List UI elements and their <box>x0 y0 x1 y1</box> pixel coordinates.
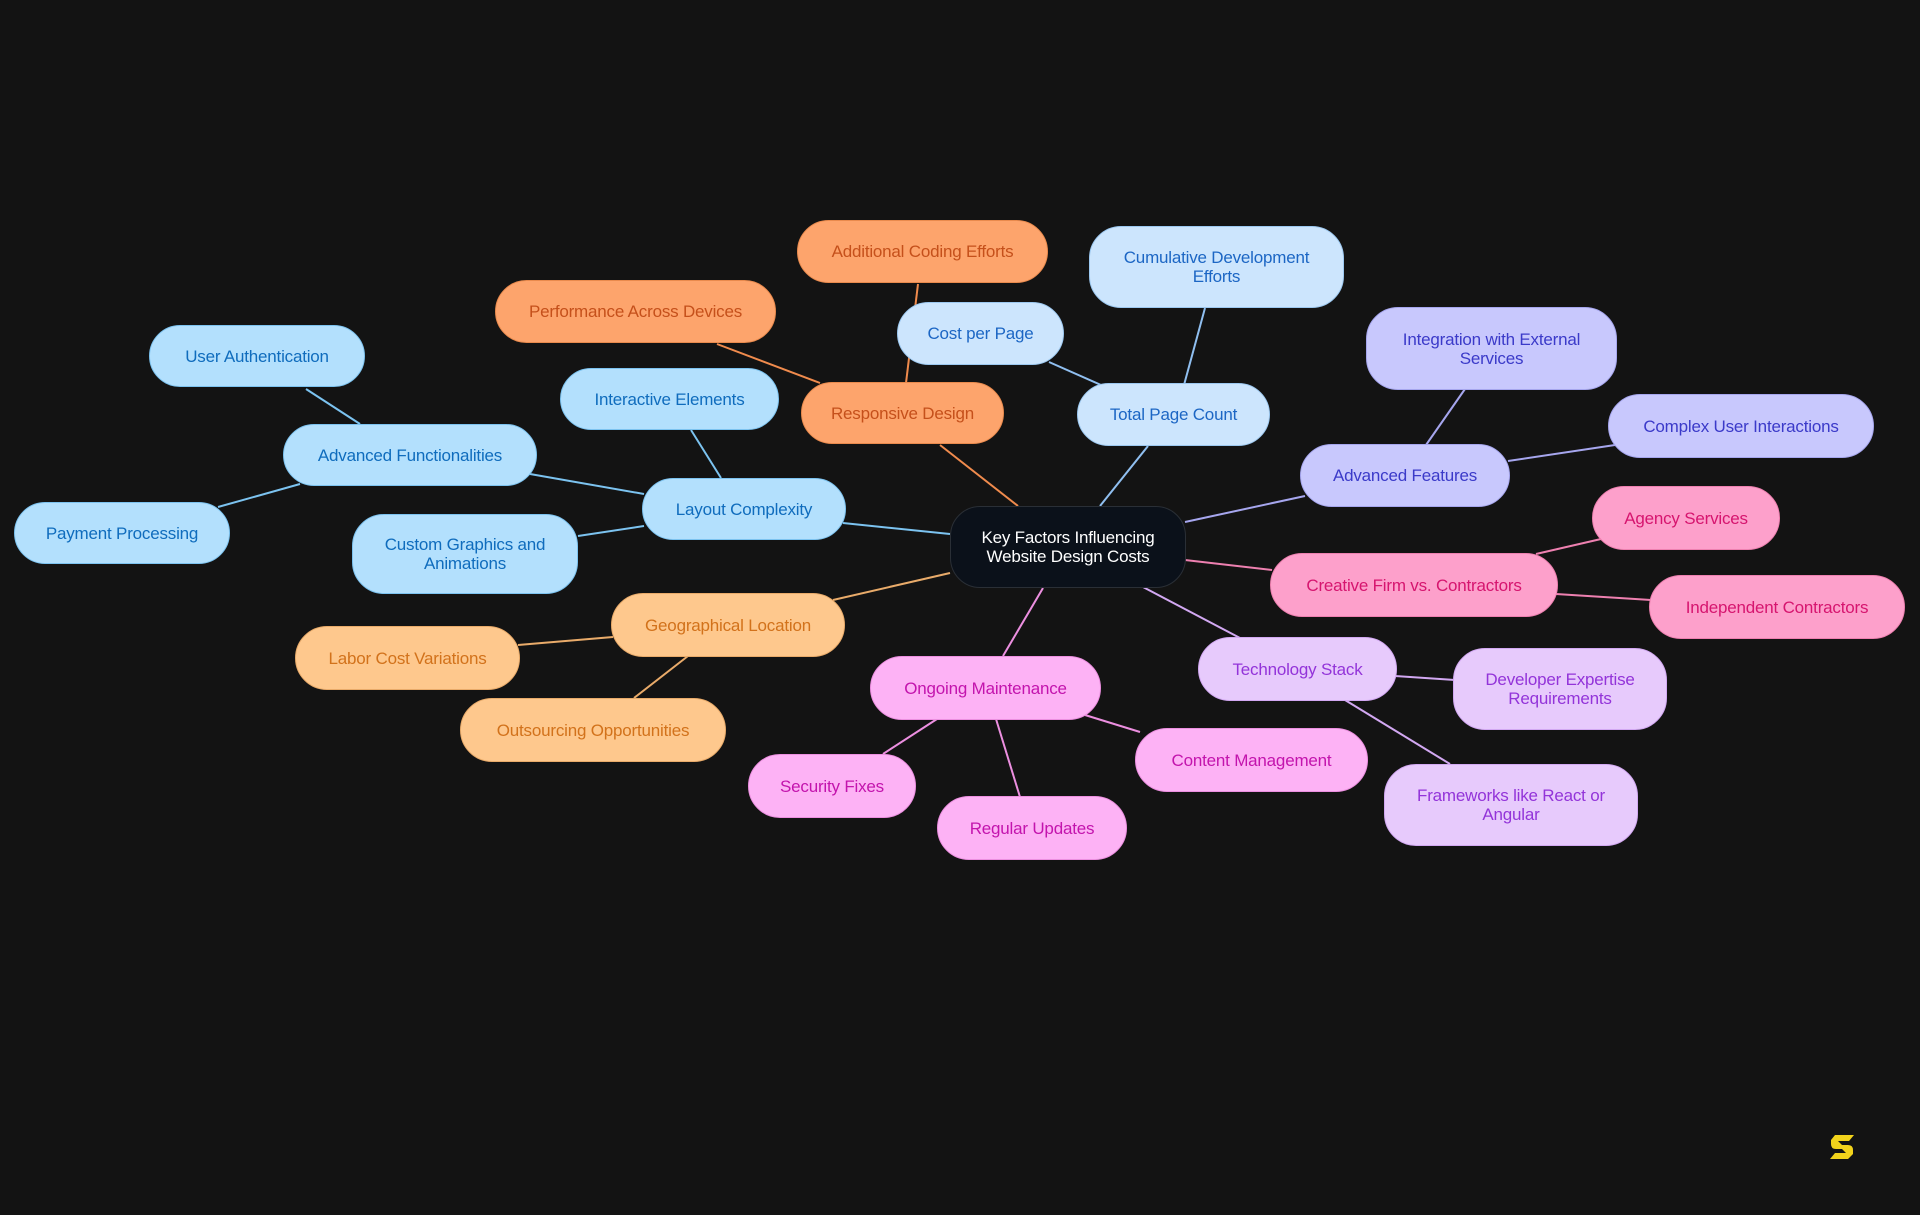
node-label: Performance Across Devices <box>528 302 743 321</box>
node-labor-cost-variations[interactable]: Labor Cost Variations <box>295 626 520 690</box>
node-label: Advanced Features <box>1332 466 1478 485</box>
node-label: Advanced Functionalities <box>317 445 503 465</box>
node-outsourcing-opportunities[interactable]: Outsourcing Opportunities <box>460 698 726 762</box>
node-label: Complex User Interactions <box>1643 416 1839 436</box>
node-label: Total Page Count <box>1109 405 1238 424</box>
edge-root-maintenance <box>1002 587 1044 657</box>
node-technology-stack[interactable]: Technology Stack <box>1198 637 1397 701</box>
s-logo-icon <box>1830 1135 1854 1159</box>
node-label: Labor Cost Variations <box>328 648 487 668</box>
edge-root-creative <box>1184 559 1273 571</box>
node-label: Developer Expertise Requirements <box>1485 670 1635 708</box>
node-developer-expertise-requirements[interactable]: Developer Expertise Requirements <box>1453 648 1667 730</box>
node-geographical-location[interactable]: Geographical Location <box>611 593 845 657</box>
node-label: Frameworks like React or Angular <box>1417 786 1605 824</box>
node-label: Interactive Elements <box>594 389 745 409</box>
node-label: Cost per Page <box>927 324 1034 343</box>
node-integration-external-services[interactable]: Integration with External Services <box>1366 307 1617 390</box>
node-label: Agency Services <box>1624 508 1748 528</box>
edge-root-advfeatures <box>1184 495 1306 523</box>
node-label: Custom Graphics and Animations <box>384 535 546 573</box>
node-label: Independent Contractors <box>1685 597 1869 617</box>
node-label: User Authentication <box>185 346 329 366</box>
edge-root-pagecount <box>1099 445 1149 507</box>
node-creative-firm-vs-contractors[interactable]: Creative Firm vs. Contractors <box>1270 553 1558 617</box>
node-label: Ongoing Maintenance <box>904 678 1067 698</box>
edge-root-techstack <box>1142 586 1241 639</box>
node-label: Regular Updates <box>969 818 1095 838</box>
edge-root-responsive <box>939 444 1019 507</box>
root-label: Key Factors Influencing Website Design C… <box>981 528 1155 566</box>
node-advanced-functionalities[interactable]: Advanced Functionalities <box>283 424 537 486</box>
node-payment-processing[interactable]: Payment Processing <box>14 502 230 564</box>
node-regular-updates[interactable]: Regular Updates <box>937 796 1127 860</box>
node-label: Additional Coding Efforts <box>831 242 1014 261</box>
node-total-page-count[interactable]: Total Page Count <box>1077 383 1270 446</box>
node-user-authentication[interactable]: User Authentication <box>149 325 365 387</box>
node-advanced-features[interactable]: Advanced Features <box>1300 444 1510 507</box>
node-content-management[interactable]: Content Management <box>1135 728 1368 792</box>
node-label: Geographical Location <box>645 615 811 635</box>
edge-root-geo <box>832 572 951 601</box>
node-label: Payment Processing <box>45 523 199 543</box>
root-node[interactable]: Key Factors Influencing Website Design C… <box>950 506 1186 588</box>
node-label: Outsourcing Opportunities <box>496 720 690 740</box>
node-agency-services[interactable]: Agency Services <box>1592 486 1780 550</box>
node-label: Integration with External Services <box>1402 329 1581 368</box>
node-performance-across-devices[interactable]: Performance Across Devices <box>495 280 776 343</box>
node-interactive-elements[interactable]: Interactive Elements <box>560 368 779 430</box>
node-additional-coding-efforts[interactable]: Additional Coding Efforts <box>797 220 1048 283</box>
node-frameworks-react-angular[interactable]: Frameworks like React or Angular <box>1384 764 1638 846</box>
node-label: Security Fixes <box>780 776 884 796</box>
node-complex-user-interactions[interactable]: Complex User Interactions <box>1608 394 1874 458</box>
node-security-fixes[interactable]: Security Fixes <box>748 754 916 818</box>
node-independent-contractors[interactable]: Independent Contractors <box>1649 575 1905 639</box>
node-label: Layout Complexity <box>675 499 813 519</box>
node-responsive-design[interactable]: Responsive Design <box>801 382 1004 444</box>
node-label: Technology Stack <box>1232 659 1363 679</box>
node-label: Creative Firm vs. Contractors <box>1306 575 1522 595</box>
node-layout-complexity[interactable]: Layout Complexity <box>642 478 846 540</box>
node-label: Responsive Design <box>830 403 975 423</box>
edge-root-layout <box>842 522 951 535</box>
node-label: Content Management <box>1171 750 1332 770</box>
node-ongoing-maintenance[interactable]: Ongoing Maintenance <box>870 656 1101 720</box>
node-cost-per-page[interactable]: Cost per Page <box>897 302 1064 365</box>
node-custom-graphics[interactable]: Custom Graphics and Animations <box>352 514 578 594</box>
node-label: Cumulative Development Efforts <box>1123 248 1310 286</box>
node-cumulative-development-efforts[interactable]: Cumulative Development Efforts <box>1089 226 1344 308</box>
